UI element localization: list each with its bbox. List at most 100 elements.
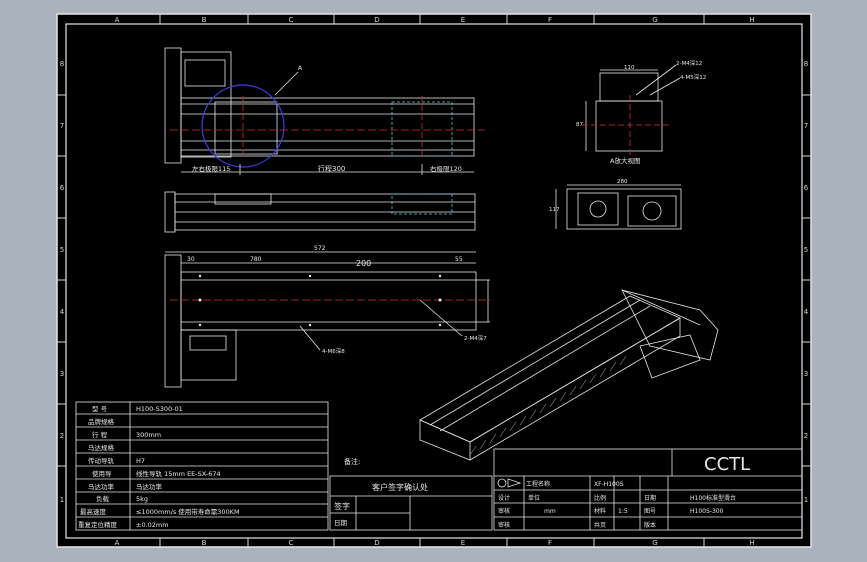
scale-label: 比例	[594, 494, 606, 502]
row-8-right: 8	[804, 60, 808, 68]
spec-label-load: 负载	[96, 494, 110, 503]
col-c-bottom: C	[289, 539, 294, 547]
column-zone-markers: A B C D E F G H A B C D E F G H	[115, 14, 755, 547]
spec-table: 型 号 H100-S300-01 品牌规格 行 程 300mm 马达规格 传动导…	[78, 404, 240, 529]
row-2-left: 2	[60, 432, 64, 440]
checker-label: 审核	[498, 507, 510, 515]
col-f-bottom: F	[548, 539, 552, 547]
col-g-top: G	[652, 16, 657, 24]
col-g-bottom: G	[652, 539, 657, 547]
date-label-confirm: 日期	[334, 519, 348, 527]
row-1-left: 1	[60, 496, 64, 504]
isometric-view	[419, 289, 719, 461]
spec-label-model: 型 号	[92, 404, 108, 413]
side-end-view	[555, 184, 682, 230]
title-block-emblem	[497, 478, 522, 488]
spec-label-motor: 马达规格	[88, 443, 115, 452]
drawing-sheet	[56, 13, 812, 548]
spec-label-speed: 最高速度	[80, 507, 107, 516]
detail-marker: A	[298, 65, 303, 72]
col-a-top: A	[115, 16, 120, 24]
row-5-right: 5	[804, 246, 808, 254]
total-length-dim: 572	[314, 245, 326, 252]
col-d-bottom: D	[374, 539, 379, 547]
col-a-bottom: A	[115, 539, 120, 547]
left-stroke-dim: 左右极限115	[192, 164, 230, 173]
row-3-left: 3	[60, 370, 64, 378]
spec-label-accuracy: 重复定位精度	[78, 520, 118, 529]
top-dim-left: 30	[187, 256, 195, 263]
col-e-bottom: E	[461, 539, 465, 547]
spec-value-stroke: 300mm	[136, 431, 161, 439]
side-top-dim: 280	[617, 179, 628, 185]
top-dim-mid2: 200	[356, 259, 371, 268]
spec-value-model: H100-S300-01	[136, 405, 183, 413]
end-hole-label-2: 4-M5深12	[680, 73, 706, 81]
col-b-top: B	[202, 16, 207, 24]
inner-border	[65, 23, 803, 539]
row-7-left: 7	[60, 122, 64, 130]
spec-value-load: 5kg	[136, 495, 148, 503]
end-hole-label-1: 2-M4深12	[676, 59, 702, 67]
date-label: 日期	[644, 494, 656, 502]
version-label: 版本	[644, 521, 656, 529]
row-2-right: 2	[804, 432, 808, 440]
row-4-left: 4	[60, 308, 65, 316]
right-stroke-dim: 右极限120	[430, 164, 462, 173]
row-5-left: 5	[60, 246, 64, 254]
col-b-bottom: B	[202, 539, 207, 547]
spec-table-grid	[75, 401, 329, 531]
side-view	[164, 191, 476, 233]
sheet-label: 共页	[594, 521, 606, 529]
col-f-top: F	[548, 16, 552, 24]
col-h-bottom: H	[749, 539, 754, 547]
top-view	[164, 47, 485, 175]
notes-label: 备注:	[344, 457, 360, 466]
spec-label-rail: 传动导轨	[88, 456, 115, 465]
row-8-left: 8	[60, 60, 64, 68]
drawing-no-label: 图号	[644, 508, 656, 515]
row-zone-markers: 8 7 6 5 4 3 2 1 8 7 6 5 4 3 2 1	[57, 60, 811, 504]
customer-confirm: 客户签字确认处	[372, 482, 428, 492]
side-left-dim: 117	[549, 207, 560, 213]
spec-value-power: 马达功率	[136, 482, 163, 491]
confirm-grid	[329, 475, 493, 531]
spec-value-speed: ≤1000mm/s 使用带寿命需300KM	[136, 507, 240, 516]
project-value: XF-H100S	[594, 481, 624, 488]
bottom-view-holes	[198, 274, 442, 327]
end-view	[582, 64, 681, 155]
spec-label-stroke: 行 程	[92, 430, 108, 439]
end-left-dim: 87	[576, 122, 583, 128]
project-label: 工程名称	[526, 480, 550, 488]
end-top-dim: 110	[624, 65, 635, 71]
row-6-left: 6	[60, 184, 65, 192]
col-c-top: C	[289, 16, 294, 24]
spec-label-power: 马达功率	[88, 482, 115, 491]
approver-label: 审核	[498, 521, 510, 529]
isometric-hatch	[469, 355, 627, 456]
spec-label-brand: 品牌规格	[88, 417, 115, 426]
bottom-view	[164, 251, 490, 388]
unit-value: mm	[544, 508, 556, 515]
drawing-no: H100S-300	[690, 508, 724, 515]
col-e-top: E	[461, 16, 465, 24]
row-4-right: 4	[804, 308, 809, 316]
col-d-top: D	[374, 16, 379, 24]
designer-label: 设计	[498, 494, 510, 502]
top-dim-right: 55	[455, 256, 463, 263]
row-6-right: 6	[804, 184, 809, 192]
mid-stroke-dim: 行程300	[318, 164, 345, 173]
title-block: CCTL 工程名称 XF-H100S H100标准型滑台 H100S-300 设…	[498, 454, 750, 529]
section-view-label: A放大视图	[610, 156, 640, 165]
row-3-right: 3	[804, 370, 808, 378]
sign-label: 签字	[334, 501, 350, 511]
scale-value: 1:5	[618, 508, 628, 515]
spec-value-rail: H7	[136, 457, 145, 465]
drawing-title: H100标准型滑台	[690, 494, 736, 502]
unit-label: 单位	[528, 494, 540, 502]
spec-value-guide: 线性导轨 15mm EE-SX-674	[136, 469, 221, 478]
row-7-right: 7	[804, 122, 808, 130]
top-dim-mid1: 780	[250, 256, 262, 263]
spec-value-accuracy: ±0.02mm	[136, 521, 169, 529]
